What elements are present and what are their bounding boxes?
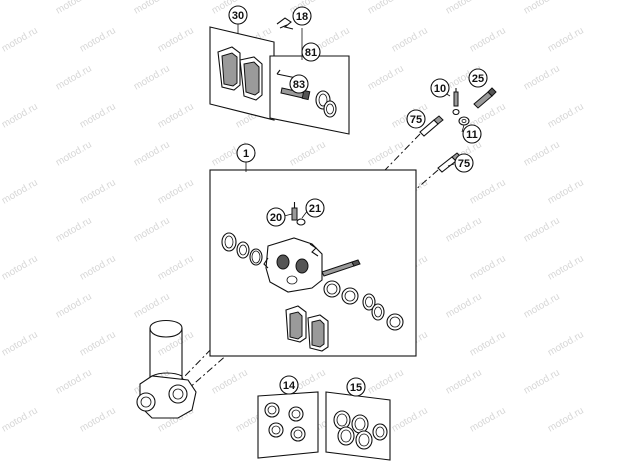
- watermark-text: motod.ru: [546, 25, 586, 54]
- watermark-text: motod.ru: [468, 25, 508, 54]
- watermark-text: motod.ru: [522, 215, 562, 244]
- svg-text:75: 75: [410, 114, 422, 126]
- watermark-text: motod.ru: [78, 253, 118, 282]
- panel-14-piston-kit: [257, 391, 319, 459]
- callout-15: 15: [346, 377, 366, 397]
- watermark-text: motod.ru: [132, 139, 172, 168]
- watermark-text: motod.ru: [546, 329, 586, 358]
- watermark-text: motod.ru: [546, 253, 586, 282]
- part-10-bleeder: [452, 88, 460, 116]
- svg-text:20: 20: [270, 212, 282, 224]
- callout-83: 83: [289, 74, 309, 94]
- watermark-text: motod.ru: [156, 253, 196, 282]
- callout-10: 10: [430, 78, 450, 98]
- callout-81: 81: [301, 42, 321, 62]
- svg-text:83: 83: [293, 79, 305, 91]
- watermark-text: motod.ru: [156, 177, 196, 206]
- watermark-text: motod.ru: [210, 367, 250, 396]
- svg-text:14: 14: [283, 380, 296, 392]
- callout-21: 21: [305, 198, 325, 218]
- watermark-text: motod.ru: [366, 367, 406, 396]
- watermark-text: motod.ru: [78, 25, 118, 54]
- watermark-text: motod.ru: [444, 367, 484, 396]
- callout-18: 18: [292, 6, 312, 26]
- fork-leg-mount: [136, 319, 197, 419]
- watermark-text: motod.ru: [390, 405, 430, 434]
- watermark-text: motod.ru: [522, 63, 562, 92]
- svg-text:1: 1: [243, 148, 249, 160]
- callout-1: 1: [236, 143, 256, 163]
- watermark-text: motod.ru: [0, 405, 40, 434]
- watermark-text: motod.ru: [0, 101, 40, 130]
- svg-text:25: 25: [472, 73, 484, 85]
- callout-20: 20: [266, 207, 286, 227]
- watermark-text: motod.ru: [0, 177, 40, 206]
- watermark-text: motod.ru: [54, 63, 94, 92]
- watermark-text: motod.ru: [0, 253, 40, 282]
- watermark-text: motod.ru: [0, 25, 40, 54]
- svg-text:10: 10: [434, 83, 446, 95]
- panel-30-brake-pads: [209, 26, 275, 121]
- callout-14: 14: [279, 375, 299, 395]
- watermark-text: motod.ru: [546, 101, 586, 130]
- watermark-text: motod.ru: [78, 405, 118, 434]
- watermark-text: motod.ru: [366, 139, 406, 168]
- watermark-text: motod.ru: [522, 139, 562, 168]
- watermark-text: motod.ru: [54, 215, 94, 244]
- part-18-spring-clip: [276, 17, 294, 30]
- watermark-text: motod.ru: [444, 291, 484, 320]
- watermark-text: motod.ru: [288, 139, 328, 168]
- svg-text:21: 21: [309, 203, 321, 215]
- watermark-text: motod.ru: [366, 63, 406, 92]
- watermark-text: motod.ru: [0, 329, 40, 358]
- watermark-text: motod.ru: [78, 329, 118, 358]
- watermark-text: motod.ru: [444, 0, 484, 17]
- watermark-text: motod.ru: [390, 25, 430, 54]
- callout-11: 11: [462, 124, 482, 144]
- watermark-text: motod.ru: [468, 405, 508, 434]
- watermark-text: motod.ru: [522, 0, 562, 17]
- watermark-text: motod.ru: [366, 0, 406, 17]
- svg-text:30: 30: [232, 10, 244, 22]
- part-25-bolt: [473, 87, 497, 109]
- callout-30: 30: [228, 5, 248, 25]
- watermark-text: motod.ru: [522, 367, 562, 396]
- watermark-text: motod.ru: [546, 177, 586, 206]
- watermark-text: motod.ru: [468, 253, 508, 282]
- svg-text:18: 18: [296, 11, 308, 23]
- callout-25: 25: [468, 68, 488, 88]
- watermark-text: motod.ru: [54, 367, 94, 396]
- panel-81-pin-kit: [269, 55, 350, 135]
- panel-15-seal-kit: [325, 391, 391, 461]
- svg-text:75: 75: [458, 158, 470, 170]
- watermark-text: motod.ru: [468, 177, 508, 206]
- watermark-text: motod.ru: [546, 405, 586, 434]
- callout-75-lower: 75: [454, 153, 474, 173]
- watermark-text: motod.ru: [132, 0, 172, 17]
- watermark-text: motod.ru: [132, 63, 172, 92]
- watermark-text: motod.ru: [132, 291, 172, 320]
- watermark-text: motod.ru: [132, 215, 172, 244]
- watermark-text: motod.ru: [156, 329, 196, 358]
- watermark-text: motod.ru: [78, 177, 118, 206]
- panel-1-caliper-assembly: [209, 169, 417, 357]
- watermark-text: motod.ru: [54, 291, 94, 320]
- svg-text:11: 11: [466, 129, 478, 141]
- watermark-text: motod.ru: [54, 0, 94, 17]
- watermark-text: motod.ru: [78, 101, 118, 130]
- watermark-text: motod.ru: [444, 215, 484, 244]
- watermark-text: motod.ru: [522, 291, 562, 320]
- watermark-text: motod.ru: [54, 139, 94, 168]
- part-11-washer: [458, 116, 470, 126]
- callout-75-upper: 75: [406, 109, 426, 129]
- watermark-text: motod.ru: [468, 329, 508, 358]
- watermark-text: motod.ru: [156, 25, 196, 54]
- svg-text:15: 15: [350, 382, 362, 394]
- watermark-text: motod.ru: [156, 101, 196, 130]
- svg-text:81: 81: [305, 47, 317, 59]
